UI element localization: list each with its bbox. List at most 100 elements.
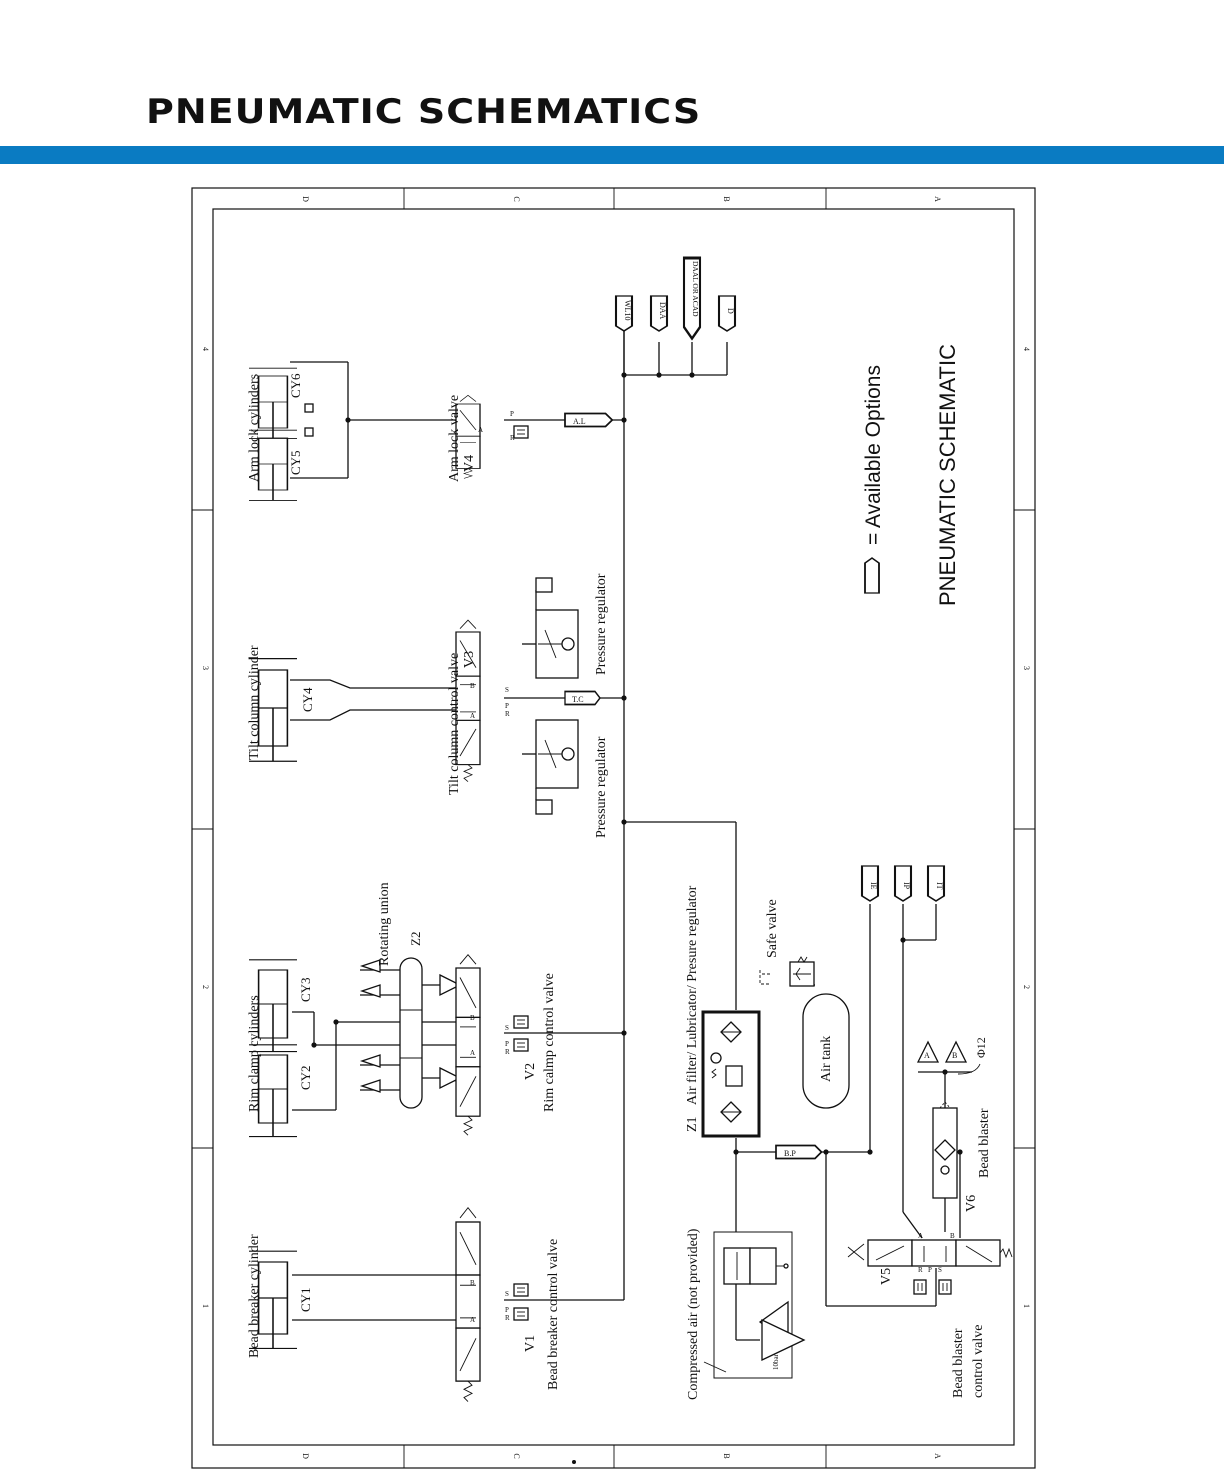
port-label: A: [924, 1051, 930, 1060]
port-label: R: [505, 1314, 510, 1322]
rim-clamp-section: CY3 CY2 Rim clamp cylinders B: [247, 882, 624, 1138]
frame-col-label: A: [933, 196, 942, 202]
frame-col-label: D: [301, 196, 310, 202]
safe-valve-caption: Safe valve: [765, 899, 780, 958]
bead-blaster-control-valve-v5: A B R P S V5 Bead blaster control valve: [847, 1232, 1013, 1398]
port-label: A: [918, 1232, 923, 1240]
frame-row-label: 4: [201, 347, 210, 351]
page-title: PNEUMATIC SCHEMATICS: [146, 92, 702, 131]
port-label: B: [470, 682, 475, 690]
port-label: A: [470, 1316, 475, 1324]
cylinder-tag: CY5: [288, 450, 303, 475]
exhaust-silencer: [513, 425, 529, 439]
arm-lock-valve-caption: Arm lock valve: [447, 395, 462, 482]
hose-size: Φ12: [974, 1037, 988, 1058]
cylinder-tag: CY2: [298, 1065, 313, 1090]
port-label: B: [952, 1051, 957, 1060]
frame-col-label: A: [933, 1453, 942, 1459]
port-label: A: [470, 712, 475, 720]
cylinder-tag: CY4: [300, 687, 315, 712]
option-tag-label: B.P: [784, 1149, 796, 1158]
drawing-frame: D C B A D C B A 1 2 3 4 1 2 3 4: [191, 187, 1036, 1469]
frame-col-label: C: [512, 196, 521, 201]
frame-col-label: D: [301, 1453, 310, 1459]
valve-tag: V5: [879, 1268, 894, 1285]
port-label: R: [505, 710, 510, 718]
option-tag-label: T.C: [572, 695, 584, 704]
port-label: A: [478, 426, 483, 434]
port-label: P: [505, 1306, 509, 1314]
air-supply-lines: [621, 300, 972, 1307]
air-tank: Air tank Safe valve: [759, 899, 850, 1109]
exhaust-silencer: [913, 1279, 927, 1295]
frl-caption: Air filter/ Lubricator/ Presure regulato…: [685, 885, 700, 1105]
valve-tag: V6: [964, 1195, 979, 1212]
bead-breaker-valve-v1: [455, 1207, 481, 1403]
rotating-union-tag: Z2: [408, 932, 423, 946]
tilt-column-section: CY4 Tilt column cylinder A B P R S Tilt …: [247, 573, 624, 838]
port-label: A: [470, 1049, 475, 1057]
pressure-regulator-caption: Pressure regulator: [594, 573, 609, 675]
port-label: S: [505, 1290, 509, 1298]
option-tag-label: IT: [935, 882, 944, 890]
option-tag-label: A.L: [573, 417, 586, 426]
bead-breaker-valve-caption: Bead breaker control valve: [546, 1239, 561, 1390]
arm-lock-section: CY5 CY6 Arm lock cylinders A R P Arm loc…: [247, 361, 624, 502]
legend-options-text: = Available Options: [862, 365, 885, 545]
bead-blaster-valve-caption: Bead blaster: [951, 1328, 966, 1398]
bead-breaker-cylinder-caption: Bead breaker cylinder: [247, 1234, 262, 1358]
bead-blaster-caption: Bead blaster: [977, 1108, 992, 1178]
port-label: S: [505, 1024, 509, 1032]
port-label: R: [505, 1048, 510, 1056]
frame-col-label: C: [512, 1453, 521, 1458]
frame-col-label: B: [722, 1453, 731, 1458]
port-label: R: [918, 1266, 923, 1274]
exhaust-silencer: [513, 1015, 529, 1029]
cylinder-tag: CY1: [298, 1287, 313, 1312]
frl-unit-z1: Z1 Air filter/ Lubricator/ Presure regul…: [685, 885, 761, 1138]
bead-blaster-valve-caption: control valve: [971, 1325, 986, 1398]
port-label: P: [928, 1266, 932, 1274]
rim-clamp-valve-caption: Rim calmp control valve: [542, 973, 557, 1112]
port-label: P: [505, 702, 509, 710]
page-dot: [572, 1460, 576, 1464]
option-tags-bottom: IE IP IT B.P: [775, 864, 946, 1160]
legend: = Available Options PNEUMATIC SCHEMATIC: [862, 344, 960, 606]
bead-blaster-section: A B Φ12 V6 Bead blaster A B R P S: [847, 1037, 1013, 1398]
title-accent-bar: [0, 146, 1224, 164]
valve-tag: V4: [462, 455, 477, 472]
exhaust-silencer: [938, 1279, 952, 1295]
air-tank-caption: Air tank: [819, 1036, 834, 1082]
valve-tag: V3: [462, 651, 477, 668]
frame-row-label: 2: [201, 985, 210, 989]
frame-col-label: B: [722, 196, 731, 201]
port-label: P: [505, 1040, 509, 1048]
port-label: B: [470, 1279, 475, 1287]
exhaust-silencer: [513, 1283, 529, 1297]
option-tag-label: IP: [902, 882, 911, 890]
cylinder-tag: CY6: [288, 373, 303, 398]
rim-clamp-valve-v2: [455, 954, 481, 1136]
frame-row-label: 1: [201, 1304, 210, 1308]
compressed-air-source: 10bar Compressed air (not provided): [686, 1228, 806, 1400]
frl-tag: Z1: [685, 1116, 700, 1132]
compressed-air-caption: Compressed air (not provided): [686, 1228, 701, 1400]
bead-breaker-section: CY1 Bead breaker cylinder A B P R S V1 B…: [247, 1207, 624, 1403]
frame-row-label: 4: [1022, 347, 1031, 351]
frame-row-label: 3: [201, 666, 210, 670]
option-tag-label: DAA: [658, 302, 667, 320]
exhaust-silencer: [513, 1038, 529, 1052]
option-tag-label: DAAL OR ACAD: [691, 261, 700, 317]
pressure-regulator-right: Pressure regulator: [522, 573, 609, 679]
frame-row-label: 1: [1022, 1304, 1031, 1308]
tilt-column-cylinder-caption: Tilt column cylinder: [247, 645, 262, 760]
frame-row-label: 3: [1022, 666, 1031, 670]
rotating-union-z2: B A Z2 Rotating union: [359, 882, 462, 1109]
option-tag-label: D: [726, 308, 735, 314]
option-tag: [775, 1144, 823, 1160]
frame-row-label: 2: [1022, 985, 1031, 989]
port-label: B: [950, 1232, 955, 1240]
pressure-regulator-left: Pressure regulator: [522, 719, 609, 838]
compressed-air-pressure: 10bar: [772, 1353, 780, 1370]
